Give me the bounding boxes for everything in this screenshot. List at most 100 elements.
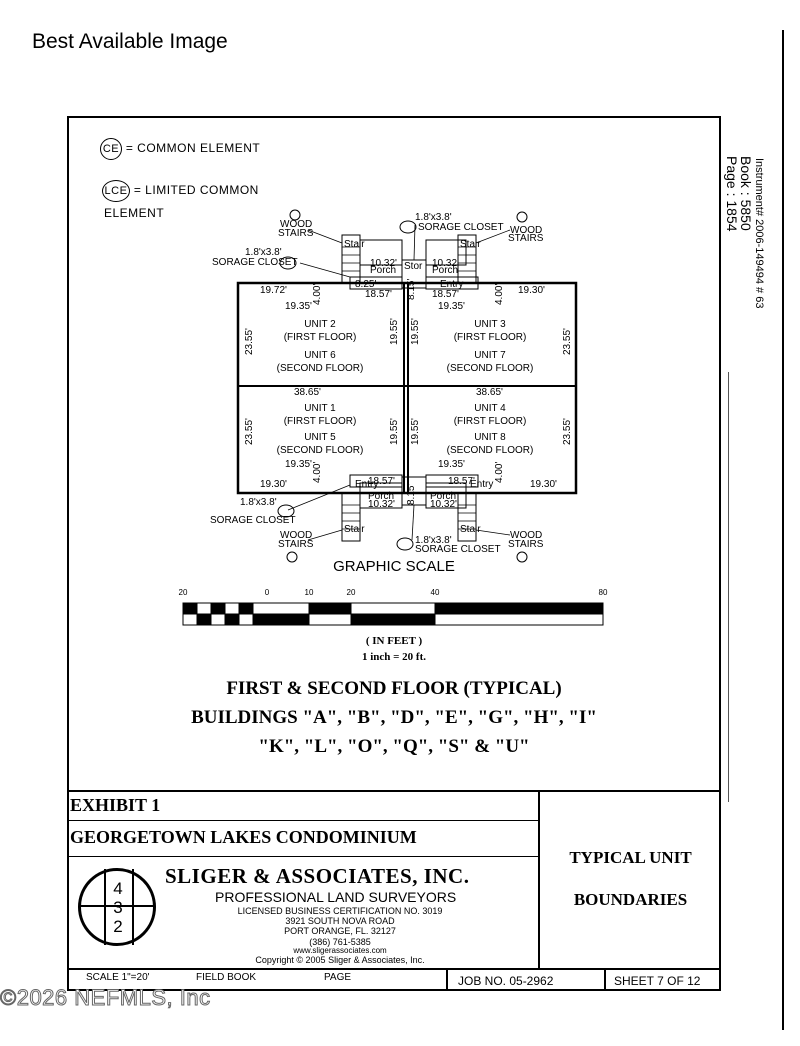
dim-2355-br: 23.55' bbox=[562, 418, 573, 445]
unit-7-floor: (SECOND FLOOR) bbox=[447, 363, 534, 374]
scale-tick-20-left: 20 bbox=[179, 588, 188, 597]
stair-top-right bbox=[457, 234, 477, 284]
legend-lce-text2: ELEMENT bbox=[104, 206, 165, 220]
porch-dim-tr: 10.32' bbox=[432, 258, 459, 269]
entry-dim2-tr: 18.57' bbox=[432, 289, 459, 300]
entry-label-tr: Entry bbox=[440, 279, 463, 290]
scale-tick-80: 80 bbox=[599, 588, 608, 597]
wood-stairs-br2: STAIRS bbox=[508, 539, 544, 550]
dim-2355-tl: 23.55' bbox=[244, 328, 255, 355]
sorage-closet-bottom: SORAGE CLOSET bbox=[415, 544, 501, 555]
margin-line-inner bbox=[728, 372, 729, 802]
porch-top-left bbox=[359, 239, 403, 266]
drawing-title-line1: FIRST & SECOND FLOOR (TYPICAL) bbox=[226, 678, 562, 699]
unit-6-label: UNIT 6 bbox=[304, 350, 336, 361]
footer-scale: SCALE 1"=20' bbox=[86, 972, 150, 983]
unit-5-floor: (SECOND FLOOR) bbox=[277, 445, 364, 456]
lce-symbol: LCE bbox=[102, 180, 130, 202]
dim-400-tr: 4.00' bbox=[494, 284, 505, 305]
footer-job-number: JOB NO. 05-2962 bbox=[458, 974, 554, 988]
dim-815-t: 8.15' bbox=[406, 279, 417, 300]
unit-4-floor: (FIRST FLOOR) bbox=[454, 416, 527, 427]
dim-3865-l: 38.65' bbox=[294, 387, 321, 398]
titleblock-rule-3 bbox=[67, 856, 538, 857]
ce-symbol: CE bbox=[100, 138, 122, 160]
footer-rule bbox=[67, 968, 721, 970]
firm-copyright: Copyright © 2005 Sliger & Associates, In… bbox=[255, 955, 425, 965]
logo-digits: 4 3 2 bbox=[109, 879, 127, 936]
dim-2355-tr: 23.55' bbox=[562, 328, 573, 355]
project-name: GEORGETOWN LAKES CONDOMINIUM bbox=[70, 827, 417, 847]
dim-1955-br: 19.55' bbox=[410, 418, 421, 445]
unit-2-label: UNIT 2 bbox=[304, 319, 336, 330]
footer-divider-2 bbox=[604, 968, 606, 991]
unit-2-floor: (FIRST FLOOR) bbox=[284, 332, 357, 343]
entry-label-bl: Entry bbox=[355, 479, 378, 490]
logo-digit-4: 4 bbox=[113, 879, 123, 898]
storage-size-tl: 1.8'x3.8' bbox=[245, 247, 282, 258]
scale-tick-0: 0 bbox=[265, 588, 270, 597]
firm-license: LICENSED BUSINESS CERTIFICATION NO. 3019 bbox=[237, 906, 443, 916]
entry-label-br: Entry bbox=[470, 479, 493, 490]
book-number: Book : 5850 bbox=[738, 156, 754, 231]
graphic-scale-bar: 20 0 10 20 40 80 bbox=[179, 588, 608, 626]
dim-1972: 19.72' bbox=[260, 285, 287, 296]
mls-watermark: ©2026 NEFMLS, Inc bbox=[0, 985, 211, 1011]
dim-1955-bl: 19.55' bbox=[389, 418, 400, 445]
drawing-frame bbox=[67, 116, 721, 991]
titleblock-rule-2 bbox=[67, 820, 538, 821]
footer-field-book: FIELD BOOK bbox=[196, 972, 257, 983]
entry-dim2-tl: 18.57' bbox=[365, 289, 392, 300]
page-number: Page : 1854 bbox=[724, 156, 740, 232]
dim-1935-bl: 19.35' bbox=[285, 459, 312, 470]
logo-rod bbox=[104, 869, 134, 945]
margin-line bbox=[782, 30, 784, 1030]
in-feet-label: ( IN FEET ) bbox=[365, 635, 423, 647]
entry-dim-tl: 8.25' bbox=[355, 279, 376, 290]
stair-label-tr: Stair bbox=[460, 239, 481, 250]
firm-profession: PROFESSIONAL LAND SURVEYORS bbox=[215, 889, 457, 905]
stair-bottom-right bbox=[457, 492, 477, 542]
wood-stairs-tl2: STAIRS bbox=[278, 228, 314, 239]
porch-label-tr: Porch bbox=[432, 265, 458, 276]
scale-tick-40: 40 bbox=[431, 588, 440, 597]
titleblock-top-rule bbox=[67, 790, 721, 792]
entry-top-right bbox=[425, 276, 479, 290]
legend-lce-text: = LIMITED COMMON bbox=[133, 183, 259, 197]
porch-label-br: Porch bbox=[430, 491, 456, 502]
stair-label-br: Stair bbox=[460, 524, 481, 535]
porch-dim-br: 10.32' bbox=[430, 499, 457, 510]
firm-logo: 4 3 2 bbox=[78, 868, 156, 946]
unit-8-label: UNIT 8 bbox=[474, 432, 506, 443]
unit-1-label: UNIT 1 bbox=[304, 403, 336, 414]
wood-stairs-br: WOOD bbox=[510, 530, 542, 541]
stor-top: Stor bbox=[404, 261, 423, 272]
unit-6-floor: (SECOND FLOOR) bbox=[277, 363, 364, 374]
logo-crosshair bbox=[81, 905, 153, 907]
footer-divider-1 bbox=[446, 968, 448, 991]
dim-1930-tr: 19.30' bbox=[518, 285, 545, 296]
porch-bottom-right bbox=[425, 482, 467, 509]
porch-label-tl: Porch bbox=[370, 265, 396, 276]
entry-bottom-right bbox=[425, 474, 479, 488]
dim-815-b: 8.15' bbox=[406, 484, 417, 505]
storage-size-bottom: 1.8'x3.8' bbox=[415, 535, 452, 546]
porch-dim-tl: 10.32' bbox=[370, 258, 397, 269]
dim-1930-br: 19.30' bbox=[530, 479, 557, 490]
unit-4-label: UNIT 4 bbox=[474, 403, 506, 414]
sheet-title-line2: BOUNDARIES bbox=[573, 890, 688, 909]
entry-dim2-br: 18.57' bbox=[448, 476, 475, 487]
stair-label-tl: Stair bbox=[344, 239, 365, 250]
porch-dim-bl: 10.32' bbox=[368, 499, 395, 510]
logo-digit-3: 3 bbox=[113, 898, 123, 917]
unit-5-label: UNIT 5 bbox=[304, 432, 336, 443]
porch-top-right bbox=[425, 239, 467, 266]
dim-400-bl: 4.00' bbox=[312, 462, 323, 483]
unit-7-label: UNIT 7 bbox=[474, 350, 506, 361]
legend-ce: CE = COMMON ELEMENT bbox=[100, 138, 260, 160]
best-available-image-note: Best Available Image bbox=[32, 30, 228, 53]
floor-plan: WOOD STAIRS WOOD STAIRS 1.8'x3.8' SORAGE… bbox=[210, 209, 578, 563]
titleblock-divider bbox=[538, 790, 540, 968]
wood-stairs-bl: WOOD bbox=[280, 530, 312, 541]
unit-3-floor: (FIRST FLOOR) bbox=[454, 332, 527, 343]
